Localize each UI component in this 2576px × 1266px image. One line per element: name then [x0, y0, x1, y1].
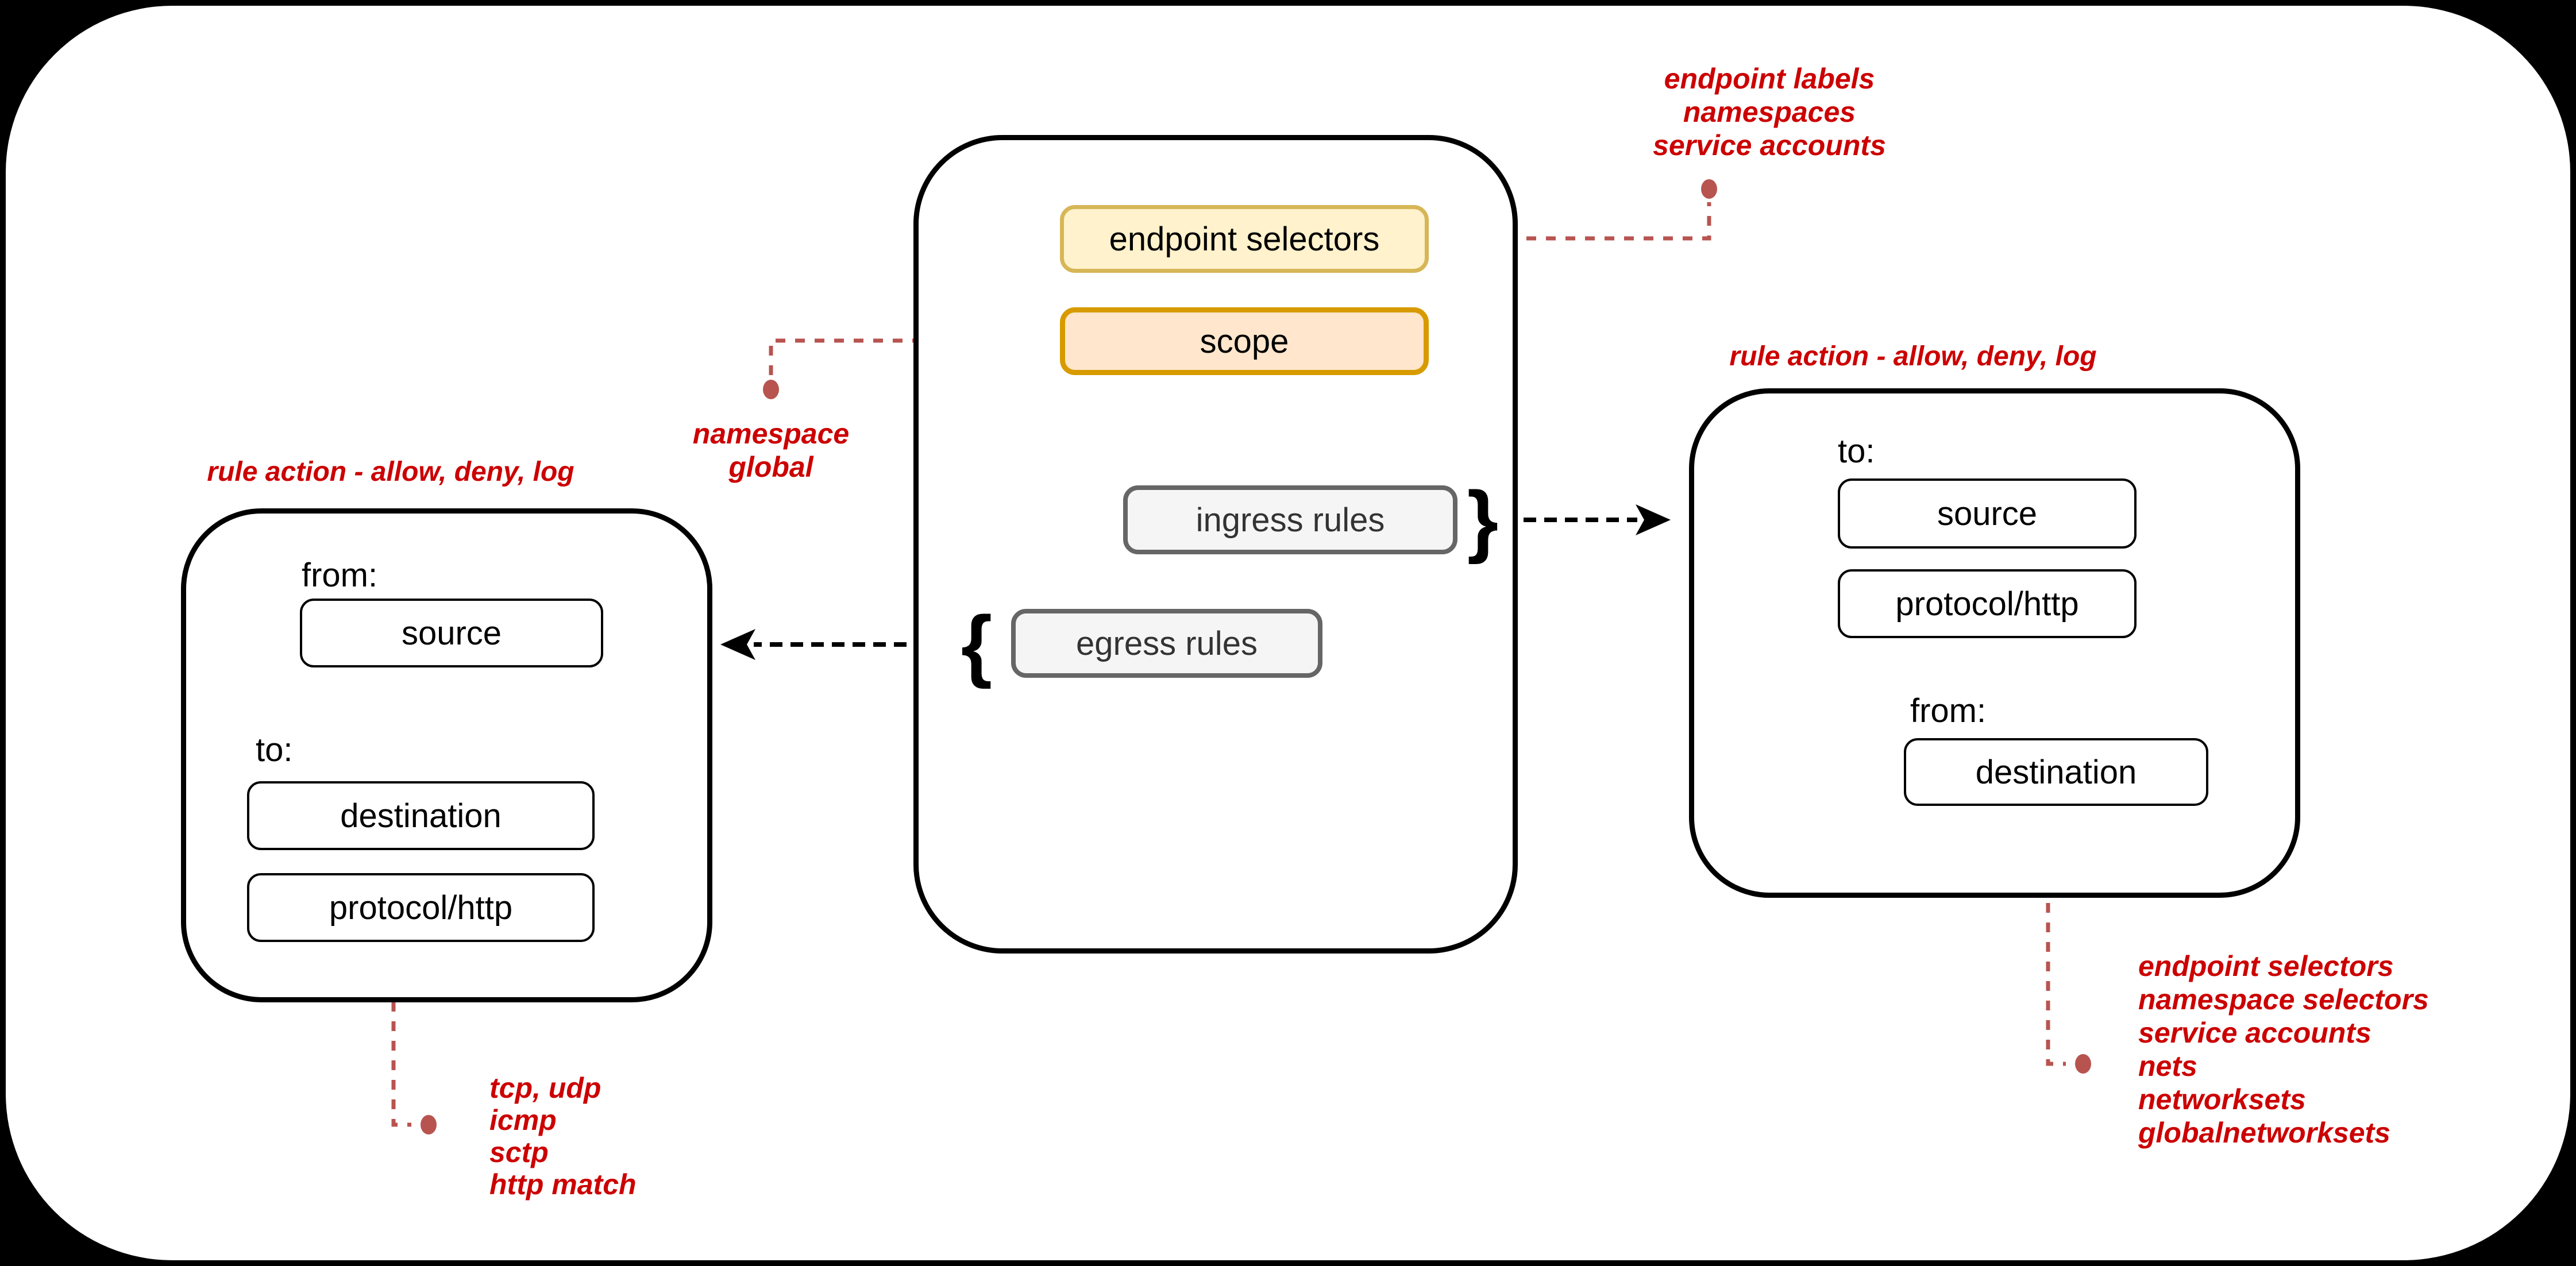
egress-protocol-box: protocol/http — [247, 873, 595, 942]
note-line: namespaces — [1683, 96, 1856, 128]
ingress-source-box: source — [1838, 478, 2137, 549]
note-line: global — [728, 451, 813, 483]
ingress-destination-box: destination — [1904, 738, 2208, 806]
note-line: service accounts — [1653, 129, 1886, 161]
egress-rule-action-heading: rule action - allow, deny, log — [207, 457, 574, 487]
endpoint-selectors-note: endpoint labels namespaces service accou… — [1603, 62, 1936, 162]
egress-rules-label: egress rules — [1076, 624, 1258, 662]
egress-destination-box: destination — [247, 781, 595, 850]
ingress-from-label: from: — [1910, 692, 1987, 730]
note-line: icmp — [489, 1104, 557, 1136]
ingress-protocol-box: protocol/http — [1838, 569, 2137, 638]
egress-source-label: source — [401, 614, 502, 652]
ingress-brace: } — [1467, 474, 1499, 565]
destination-note: endpoint selectors namespace selectors s… — [2138, 950, 2429, 1149]
note-line: namespace selectors — [2138, 983, 2429, 1016]
egress-source-box: source — [300, 599, 603, 667]
ingress-rule-box — [1689, 388, 2300, 898]
ingress-protocol-label: protocol/http — [1895, 585, 2079, 623]
egress-brace: { — [961, 599, 993, 689]
protocol-note: tcp, udp icmp sctp http match — [489, 1072, 637, 1201]
ingress-rules-box: ingress rules — [1123, 485, 1457, 554]
note-line: endpoint labels — [1664, 63, 1875, 95]
ingress-source-label: source — [1937, 495, 2038, 532]
scope-note: namespace global — [645, 417, 897, 484]
note-line: sctp — [489, 1136, 549, 1168]
note-line: tcp, udp — [489, 1072, 601, 1104]
note-line: http match — [489, 1168, 637, 1201]
egress-rules-box: egress rules — [1011, 609, 1322, 678]
scope-label: scope — [1200, 322, 1289, 360]
ingress-rules-label: ingress rules — [1196, 501, 1385, 539]
note-line: service accounts — [2138, 1017, 2371, 1049]
egress-destination-label: destination — [340, 797, 502, 835]
endpoint-selectors-box: endpoint selectors — [1060, 205, 1429, 273]
egress-to-label: to: — [256, 731, 293, 769]
ingress-to-label: to: — [1838, 433, 1875, 470]
note-line: endpoint selectors — [2138, 950, 2394, 982]
ingress-rule-action-heading: rule action - allow, deny, log — [1729, 341, 2097, 372]
egress-from-label: from: — [302, 557, 378, 594]
endpoint-selectors-label: endpoint selectors — [1109, 220, 1380, 258]
scope-box: scope — [1060, 307, 1429, 375]
note-line: namespace — [692, 418, 850, 450]
note-line: globalnetworksets — [2138, 1117, 2390, 1149]
egress-protocol-label: protocol/http — [329, 889, 513, 927]
note-line: nets — [2138, 1050, 2197, 1082]
ingress-destination-label: destination — [1975, 753, 2137, 791]
note-line: networksets — [2138, 1083, 2306, 1116]
